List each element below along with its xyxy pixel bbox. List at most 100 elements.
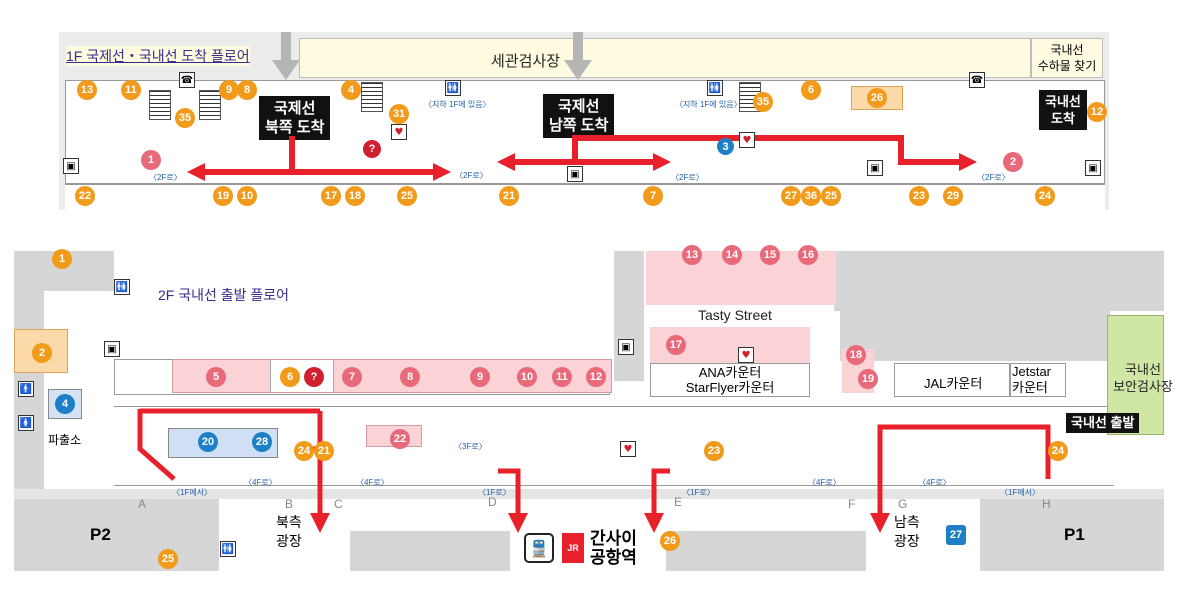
information-icon-2[interactable]: ? [304,367,324,387]
badge-19[interactable]: 19 [858,369,878,389]
ana-counter-box [650,363,810,397]
badge-24-b[interactable]: 24 [1048,441,1068,461]
floor2-map: 국내선 보안검사장 국내선 출발 Tasty Street ANA카운터 Sta… [14,245,1173,571]
gate-h: H [1042,497,1051,511]
badge-counter-12[interactable]: 12 [586,367,606,387]
parking-1-label: P1 [1064,525,1085,544]
badge-f2-4[interactable]: 4 [55,394,75,414]
tasty-street-label: Tasty Street [698,307,772,323]
badge-35-b[interactable]: 35 [753,92,773,112]
south-plaza-line1: 남측 [894,514,920,530]
badge-19[interactable]: 19 [213,186,233,206]
gate-g: G [898,497,908,511]
route-center-b [651,468,670,517]
badge-25[interactable]: 25 [158,549,178,569]
information-icon[interactable]: ? [363,140,381,158]
badge-8[interactable]: 8 [237,80,257,100]
badge-18[interactable]: 18 [345,186,365,206]
badge-20[interactable]: 20 [198,432,218,452]
badge-counter-6[interactable]: 6 [280,367,300,387]
badge-21[interactable]: 21 [314,441,334,461]
restroom-icon: 🚻 [114,279,130,295]
badge-26[interactable]: 26 [660,531,680,551]
badge-27[interactable]: 27 [781,186,801,206]
badge-22[interactable]: 22 [390,429,410,449]
atm-icon: ▣ [567,166,583,182]
to-3f-note: 〈3F로〉 [454,442,487,451]
badge-24-a[interactable]: 24 [294,441,314,461]
badge-27[interactable]: 27 [946,525,966,545]
to-4f-note-2: 〈4F로〉 [356,478,389,487]
badge-10[interactable]: 10 [237,186,257,206]
badge-counter-13[interactable]: 13 [682,245,702,265]
south-plaza-label: 남측 광장 [894,513,920,551]
station-logo-icon: JR [562,533,584,563]
badge-counter-7[interactable]: 7 [342,367,362,387]
badge-1[interactable]: 1 [141,150,161,170]
badge-4[interactable]: 4 [341,80,361,100]
gate-a: A [138,497,147,511]
domestic-baggage-line1: 국내선 [1050,43,1084,57]
aed-icon: ♥ [739,132,755,148]
badge-counter-14[interactable]: 14 [722,245,742,265]
badge-28[interactable]: 28 [252,432,272,452]
to-1f-note-1: 〈1F로〉 [478,488,511,497]
restroom-icon: 🚺 [18,415,34,431]
badge-counter-15[interactable]: 15 [760,245,780,265]
badge-3[interactable]: 3 [717,138,734,155]
badge-24[interactable]: 24 [1035,186,1055,206]
badge-17[interactable]: 17 [666,335,686,355]
to-2f-1: 〈2F로〉 [149,173,182,182]
route-south-path [877,424,1051,517]
phone-icon: ☎ [969,72,985,88]
badge-21[interactable]: 21 [499,186,519,206]
entry-arrow-south-head [564,60,592,80]
domestic-baggage-box: 국내선 수하물 찾기 [1031,38,1103,78]
badge-36[interactable]: 36 [801,186,821,206]
hall-main-band [114,406,1114,486]
to-1f-note-2: 〈1F로〉 [682,488,715,497]
badge-counter-16[interactable]: 16 [798,245,818,265]
badge-12[interactable]: 12 [1087,102,1107,122]
badge-23[interactable]: 23 [909,186,929,206]
arrowhead-station-east [644,513,664,533]
badge-35-a[interactable]: 35 [175,108,195,128]
badge-23[interactable]: 23 [704,441,724,461]
stairs [149,90,171,120]
floor1-title[interactable]: 1F 국제선・국내선 도착 플로어 [66,46,250,66]
security-line1: 국내선 [1125,362,1161,377]
badge-f2-1[interactable]: 1 [52,249,72,269]
badge-26[interactable]: 26 [867,88,887,108]
badge-18[interactable]: 18 [846,345,866,365]
badge-31[interactable]: 31 [389,104,409,124]
badge-22[interactable]: 22 [75,186,95,206]
badge-counter-10[interactable]: 10 [517,367,537,387]
badge-17[interactable]: 17 [321,186,341,206]
badge-2[interactable]: 2 [1003,152,1023,172]
arrowhead-east-3 [959,153,977,171]
badge-counter-9[interactable]: 9 [470,367,490,387]
route-center-a [498,468,521,517]
badge-25-a[interactable]: 25 [397,186,417,206]
badge-13[interactable]: 13 [77,80,97,100]
badge-11[interactable]: 11 [121,80,141,100]
badge-counter-11[interactable]: 11 [552,367,572,387]
badge-counter-8[interactable]: 8 [400,367,420,387]
badge-9[interactable]: 9 [219,80,239,100]
badge-25-b[interactable]: 25 [821,186,841,206]
atm-icon: ▣ [867,160,883,176]
badge-f2-2[interactable]: 2 [32,343,52,363]
to-4f-note-1: 〈4F로〉 [244,478,277,487]
domestic-departure-label: 국내선 출발 [1066,413,1140,433]
badge-29[interactable]: 29 [943,186,963,206]
badge-7[interactable]: 7 [643,186,663,206]
customs-label: 세관검사장 [491,53,561,70]
stairs [199,90,221,120]
badge-6[interactable]: 6 [801,80,821,100]
security-line2: 보안검사장 [1113,379,1173,394]
wall-station-east [666,531,866,571]
phone-icon: ☎ [179,72,195,88]
badge-counter-5[interactable]: 5 [206,367,226,387]
